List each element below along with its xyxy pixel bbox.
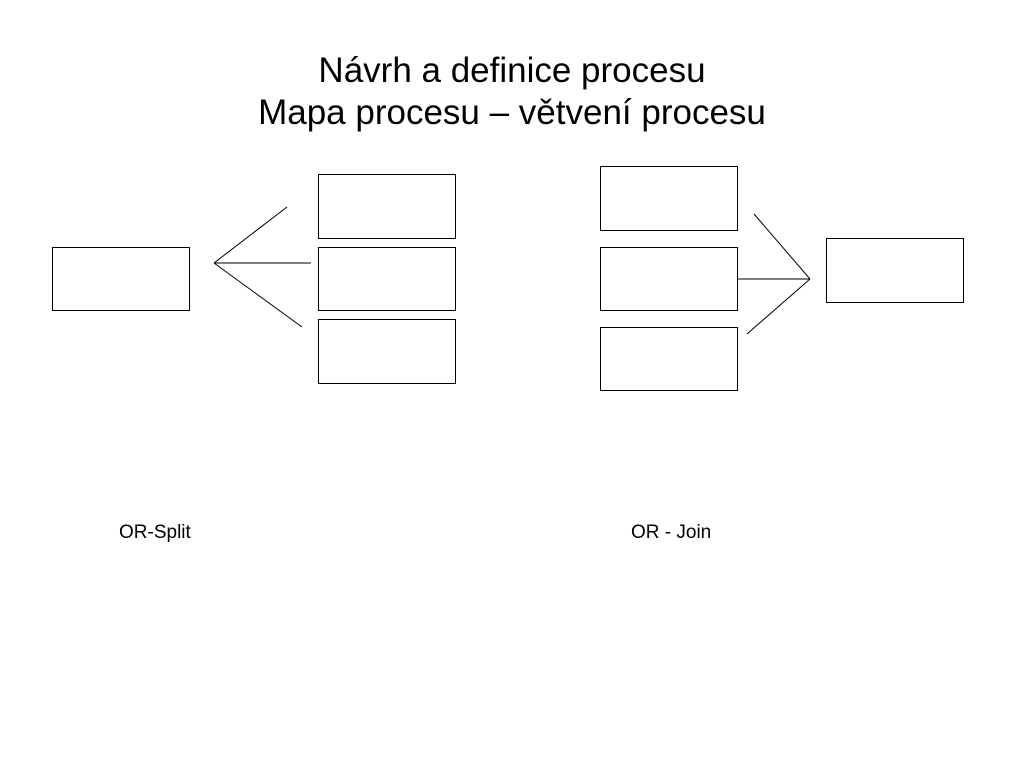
or-join-diagram <box>600 166 964 391</box>
or-join-merge-line-bottom <box>746 278 811 335</box>
or-split-target-box-2 <box>318 247 456 311</box>
or-split-branch-line-bottom <box>213 262 303 328</box>
or-join-merge-line-top <box>753 213 811 280</box>
title-line-1: Návrh a definice procesu <box>318 51 706 90</box>
or-split-target-box-3 <box>318 319 456 384</box>
or-split-source-box <box>52 247 190 311</box>
or-join-source-box-3 <box>600 327 738 391</box>
slide-title: Návrh a definice procesu Mapa procesu – … <box>0 50 1024 134</box>
or-split-branch-line-top <box>213 206 288 264</box>
or-split-target-box-1 <box>318 174 456 239</box>
or-join-source-box-1 <box>600 166 738 231</box>
or-split-diagram <box>52 174 456 384</box>
or-split-label: OR-Split <box>119 522 191 543</box>
or-join-target-box <box>826 238 964 303</box>
or-join-label: OR - Join <box>631 522 712 543</box>
title-line-2: Mapa procesu – větvení procesu <box>258 93 766 132</box>
or-join-source-box-2 <box>600 247 738 311</box>
